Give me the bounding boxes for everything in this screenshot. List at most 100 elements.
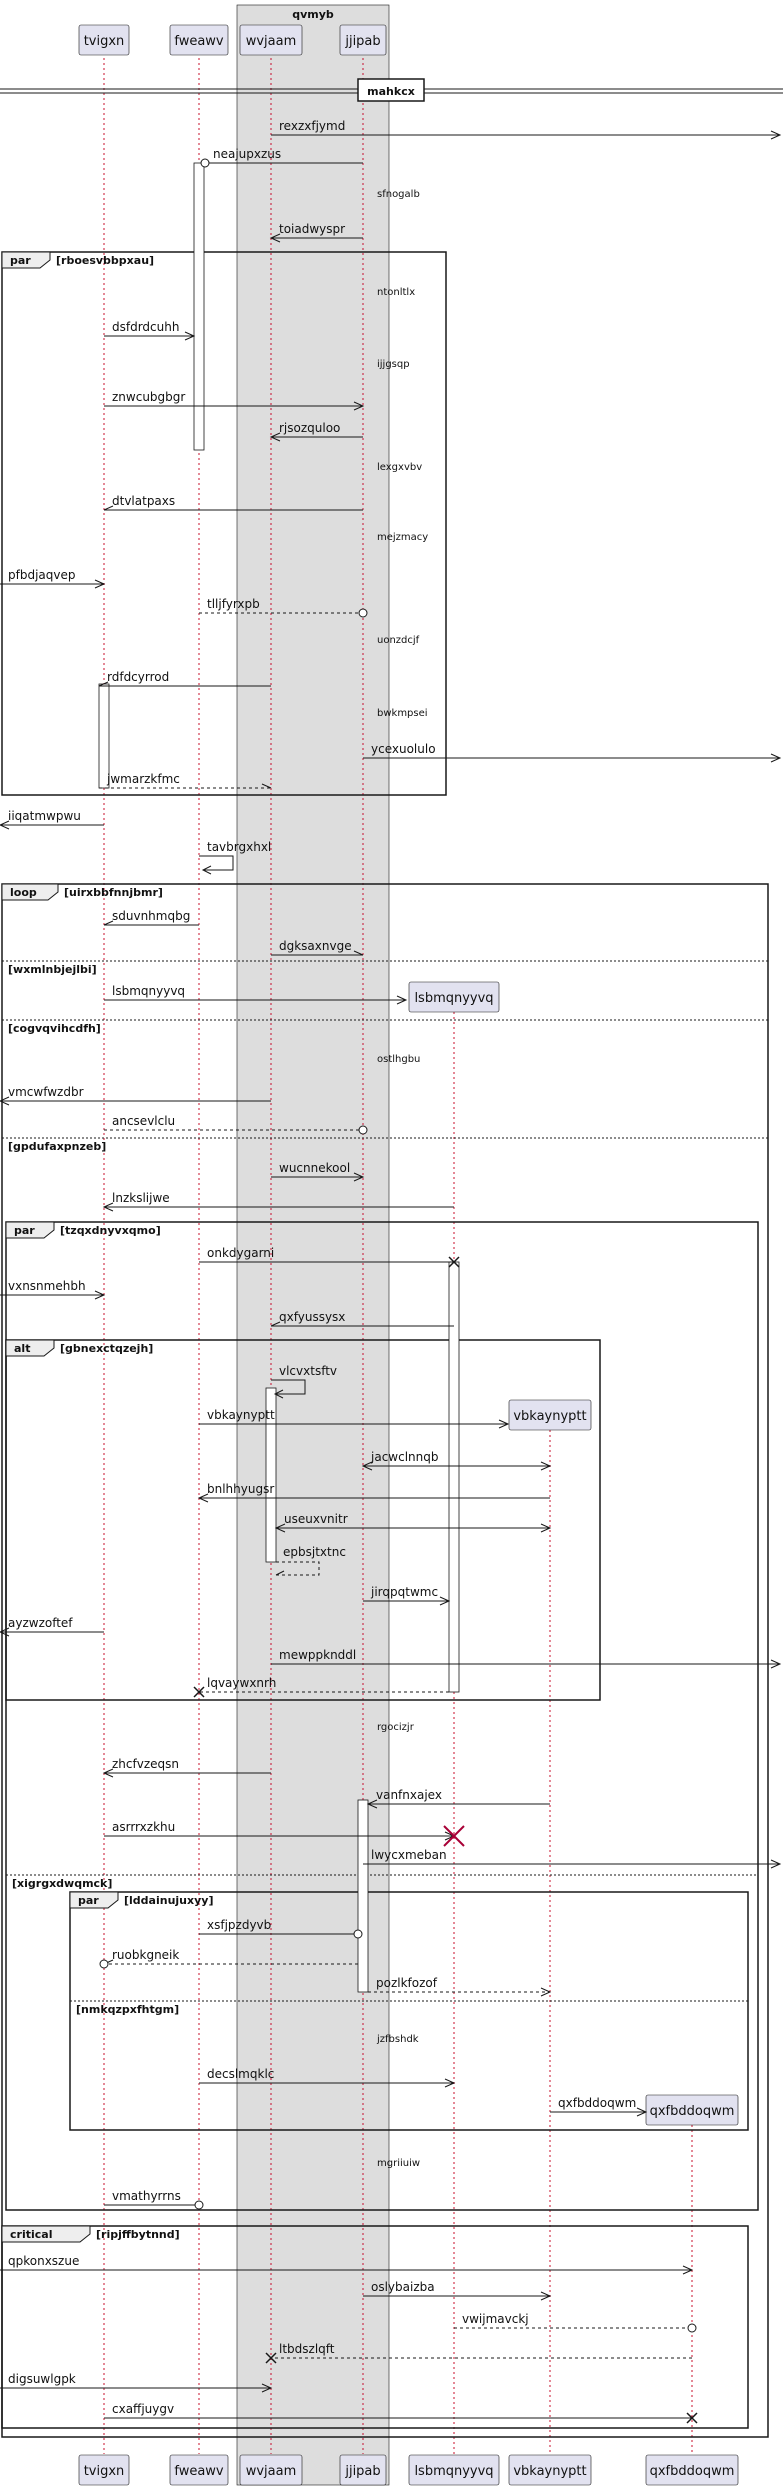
message-ancsevlclu-label: ancsevlclu: [112, 1114, 175, 1128]
activation-jjipab: [357, 1799, 369, 1993]
message-qpkonxszue-head: [682, 2265, 694, 2275]
critical-1-tab: [1, 2225, 91, 2243]
message-jwmarzkfmc-label: jwmarzkfmc: [106, 772, 180, 786]
participant-vbkaynyptt-bottom: [508, 2454, 592, 2486]
message-neajupxzus-label: neajupxzus: [213, 147, 281, 161]
else-3-guard: [gpdufaxpnzeb]: [8, 1140, 106, 1153]
note-bwkmpsei: bwkmpsei: [377, 708, 428, 719]
note-ijjgsqp: ijjgsqp: [377, 359, 410, 370]
participant-tvigxn-top: [78, 24, 130, 56]
par-1-frame: [1, 251, 447, 796]
message-qxfbddoqwm-head: [636, 2107, 648, 2117]
critical-1-frame: [1, 2225, 749, 2429]
message-digsuwlgpk-head: [261, 2383, 273, 2393]
message-vlcvxtsftv-label: vlcvxtsftv: [279, 1364, 337, 1378]
message-onkdygarni-head: [448, 1256, 460, 1268]
else-2-guard: [cogvqvihcdfh]: [8, 1022, 101, 1035]
note-rgocizjr: rgocizjr: [377, 1722, 415, 1733]
note-mgriiuiw: mgriiuiw: [377, 2158, 420, 2169]
message-pozlkfozof-head: [540, 1987, 552, 1997]
message-qxfyussysx-head: [270, 1321, 281, 1327]
participant-box-title: qvmyb: [292, 8, 334, 21]
message-vlcvxtsftv-line: [271, 1379, 306, 1395]
message-dtvlatpaxs-head: [103, 505, 114, 511]
participant-fweawv-top: [169, 24, 229, 56]
note-mejzmacy: mejzmacy: [377, 532, 428, 543]
message-xsfjpzdyvb-label: xsfjpzdyvb: [207, 1918, 271, 1932]
message-onkdygarni-label: onkdygarni: [207, 1246, 274, 1260]
message-tavbrgxhxl-line: [199, 855, 234, 871]
message-vxnsnmehbh-label: vxnsnmehbh: [8, 1279, 86, 1293]
message-epbsjtxtnc-label: epbsjtxtnc: [283, 1545, 346, 1559]
message-vmathyrrns-head: [194, 2200, 204, 2210]
message-jirqpqtwmc-label: jirqpqtwmc: [370, 1585, 438, 1599]
message-ycexuolulo-head: [770, 753, 782, 763]
message-lsbmqnyyvq-head: [396, 995, 408, 1005]
alt-1-keyword: alt: [14, 1342, 30, 1355]
message-vanfnxajex-label: vanfnxajex: [376, 1788, 442, 1802]
participant-label-qxfbddoqwm-bottom: qxfbddoqwm: [650, 2464, 735, 2479]
par-1-guard: [rboesvbbpxau]: [56, 254, 154, 267]
message-tavbrgxhxl-label: tavbrgxhxl: [207, 840, 271, 854]
message-vanfnxajex-head: [366, 1799, 378, 1809]
message-wucnnekool-head: [353, 1172, 365, 1182]
message-rjsozquloo-head: [269, 432, 281, 442]
message-epbsjtxtnc-head: [275, 1570, 285, 1576]
message-cxaffjuygv-label: cxaffjuygv: [112, 2402, 174, 2416]
par-1-tab: [1, 251, 51, 269]
message-znwcubgbgr-label: znwcubgbgr: [112, 390, 185, 404]
par-3-frame: [69, 1891, 749, 2131]
par-2-frame: [5, 1221, 759, 2211]
message-neajupxzus-head: [200, 158, 210, 168]
activation-wvjaam: [265, 1387, 277, 1563]
message-decslmqklc-label: decslmqklc: [207, 2067, 274, 2081]
message-jacwclnnqb-label: jacwclnnqb: [370, 1450, 438, 1464]
message-jirqpqtwmc-head: [439, 1596, 451, 1606]
message-xsfjpzdyvb-head: [353, 1929, 363, 1939]
message-vwijmavckj-head: [687, 2323, 697, 2333]
message-oslybaizba-head: [540, 2291, 552, 2301]
participant-label-lsbmqnyyvq-created: lsbmqnyyvq: [414, 991, 493, 1006]
message-sduvnhmqbg-label: sduvnhmqbg: [112, 909, 190, 923]
message-useuxvnitr-head: [540, 1523, 552, 1533]
message-ayzwzoftef-label: ayzwzoftef: [8, 1616, 73, 1630]
message-pfbdjaqvep-head: [94, 579, 106, 589]
par-2-keyword: par: [14, 1224, 35, 1237]
participant-label-tvigxn-top: tvigxn: [84, 34, 125, 49]
participant-label-wvjaam-top: wvjaam: [246, 34, 297, 49]
message-tlljfyrxpb-head: [358, 608, 368, 618]
note-uonzdcjf: uonzdcjf: [377, 635, 420, 646]
participant-lsbmqnyyvq-created: [408, 981, 500, 1013]
message-useuxvnitr-back-head: [274, 1523, 286, 1533]
message-qxfyussysx-label: qxfyussysx: [279, 1310, 345, 1324]
participant-label-qxfbddoqwm-created: qxfbddoqwm: [650, 2104, 735, 2119]
message-rexzxfjymd-head: [770, 130, 782, 140]
participant-label-jjipab-top: jjipab: [344, 34, 380, 49]
message-lqvaywxnrh-head: [193, 1686, 205, 1698]
message-wucnnekool-label: wucnnekool: [279, 1161, 350, 1175]
destroy-lsbmqnyyvq-icon: [443, 1825, 465, 1847]
message-dtvlatpaxs-label: dtvlatpaxs: [112, 494, 175, 508]
participant-label-fweawv-top: fweawv: [174, 34, 224, 49]
loop-1-keyword: loop: [10, 886, 37, 899]
critical-1-guard: [ripjffbytnnd]: [96, 2228, 180, 2241]
message-decslmqklc-head: [444, 2078, 456, 2088]
message-bnlhhyugsr-label: bnlhhyugsr: [207, 1482, 274, 1496]
message-lwycxmeban-label: lwycxmeban: [371, 1848, 447, 1862]
message-lqvaywxnrh-label: lqvaywxnrh: [207, 1676, 276, 1690]
message-toiadwyspr-head: [269, 233, 281, 243]
message-mewppknddl-head: [770, 1659, 782, 1669]
critical-1-keyword: critical: [10, 2228, 52, 2241]
participant-label-vbkaynyptt-bottom: vbkaynyptt: [513, 2464, 586, 2479]
message-vlcvxtsftv-head: [273, 1389, 284, 1399]
message-jacwclnnqb-back-head: [361, 1461, 373, 1471]
participant-label-jjipab-bottom: jjipab: [344, 2464, 380, 2479]
else-1-guard: [wxmlnbjejlbi]: [8, 963, 97, 976]
message-dgksaxnvge-label: dgksaxnvge: [279, 939, 352, 953]
participant-label-fweawv-bottom: fweawv: [174, 2464, 224, 2479]
note-ostlhgbu: ostlhgbu: [377, 1054, 420, 1065]
message-vwijmavckj-label: vwijmavckj: [462, 2312, 529, 2326]
message-zhcfvzeqsn-head: [102, 1768, 114, 1778]
participant-qxfbddoqwm-created: [645, 2094, 739, 2126]
